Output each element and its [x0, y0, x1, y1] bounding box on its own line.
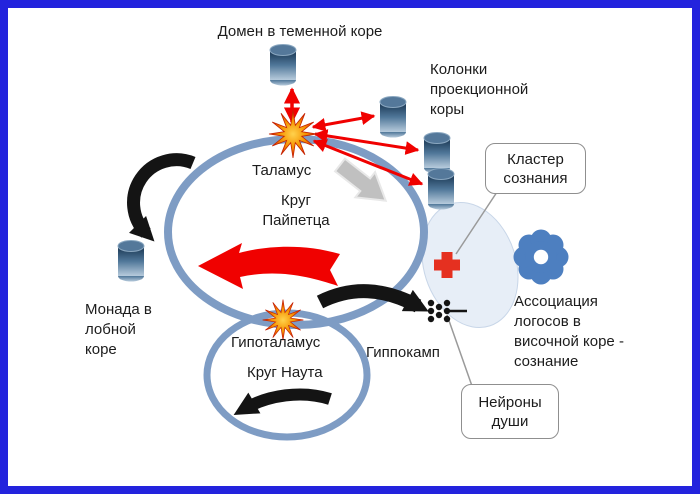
neurons-callout-connector: [446, 314, 473, 387]
soul-neuron-cluster-icon: [427, 299, 467, 323]
label-monad-frontal: Монада в лобной коре: [85, 301, 152, 358]
label-domain-parietal: Домен в теменной коре: [217, 23, 383, 40]
memory-cylinder-right-1: [379, 96, 407, 138]
red-arrow-column-1: [311, 111, 376, 132]
label-hippocampus: Гиппокамп: [366, 344, 440, 361]
callout-soul-neurons-text: Нейроны души: [478, 393, 542, 430]
label-hypothalamus: Гипоталамус: [231, 334, 321, 351]
callout-consciousness-cluster: Кластер сознания: [485, 143, 586, 194]
black-arrow-nauta: [233, 388, 332, 416]
memory-cylinder-right-2: [423, 132, 451, 174]
black-arrow-hippocampus: [316, 284, 429, 313]
consciousness-cross-icon: [434, 252, 460, 278]
black-arc-arrow-left: [127, 153, 196, 242]
callout-soul-neurons: Нейроны души: [461, 384, 559, 439]
label-nauta-circle: Круг Наута: [247, 364, 323, 381]
thalamus-burst-icon: [268, 109, 318, 159]
memory-cylinder-left: [117, 240, 145, 282]
cluster-callout-connector: [455, 191, 498, 255]
label-projection-columns: Колонки проекционной коры: [430, 61, 529, 118]
logos-gear-icon: [513, 229, 569, 285]
label-papez-circle: Круг Пайпетца: [262, 192, 330, 229]
memory-cylinder-top: [269, 44, 297, 86]
callout-consciousness-cluster-text: Кластер сознания: [503, 150, 568, 187]
memory-cylinder-right-3: [427, 168, 455, 210]
red-curved-arrow: [198, 243, 340, 289]
label-logos-association: Ассоциация логосов в височной коре - соз…: [514, 293, 624, 370]
label-thalamus: Таламус: [252, 162, 312, 179]
red-arrow-column-3: [312, 139, 424, 186]
